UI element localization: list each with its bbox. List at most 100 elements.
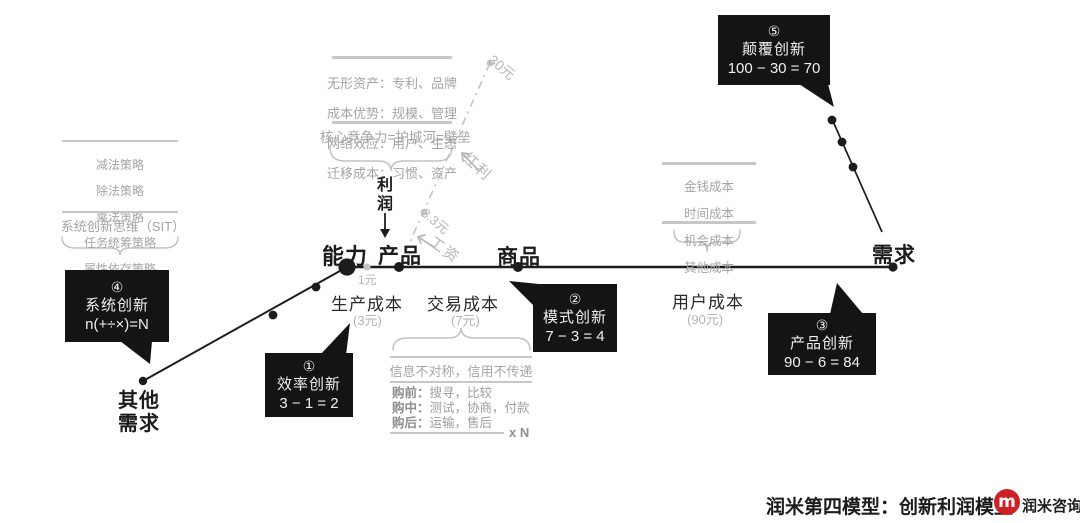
one-yuan-dot bbox=[363, 263, 371, 271]
user-cost-top-rule bbox=[662, 162, 756, 165]
other-demand-dot bbox=[138, 376, 148, 386]
right-diagonal-line bbox=[831, 118, 883, 233]
callout2-formula: 7 − 3 = 4 bbox=[545, 328, 605, 345]
sit-line-2: 除法策略 bbox=[95, 184, 144, 198]
tx-row-before-value: 搜寻，比较 bbox=[429, 386, 493, 400]
logo-company-name: 润米咨询 bbox=[1022, 498, 1080, 515]
user-cost-line-1: 金钱成本 bbox=[683, 179, 734, 194]
tx-top-rule bbox=[390, 356, 532, 358]
callout3-title: 产品创新 bbox=[789, 335, 854, 352]
right-path-dot-1 bbox=[827, 115, 837, 125]
callout5-title: 颠覆创新 bbox=[741, 41, 806, 58]
thirty-yuan-dot bbox=[486, 59, 494, 67]
sit-top-rule bbox=[62, 140, 178, 142]
callout3-number: ③ bbox=[815, 317, 829, 333]
moat-line-3: 网络效应：用户、生态 bbox=[326, 136, 457, 151]
callout4-formula: n(+÷×)=N bbox=[85, 316, 149, 333]
callout2-title: 模式创新 bbox=[542, 309, 607, 326]
callout5-pointer bbox=[799, 84, 834, 107]
tx-row-after: 购后：运输，售后 bbox=[392, 416, 492, 431]
sit-caption: 系统创新思维（SIT） bbox=[60, 219, 186, 234]
callout4-title: 系统创新 bbox=[84, 297, 149, 314]
node-product: 产品 bbox=[378, 245, 422, 268]
tx-row-before: 购前：搜寻，比较 bbox=[392, 386, 492, 401]
user-cost-title: 用户成本 bbox=[672, 293, 744, 312]
goods-dot bbox=[513, 262, 523, 272]
tx-row-after-label: 购后： bbox=[392, 416, 430, 430]
moat-line-2: 成本优势：规模、管理 bbox=[326, 106, 457, 121]
capability-dot bbox=[338, 258, 356, 276]
user-cost-brace bbox=[673, 229, 741, 253]
moat-list: 无形资产：专利、品牌 成本优势：规模、管理 网络效应：用户、生态 迁移成本：习惯… bbox=[326, 61, 458, 196]
tx-row-during: 购中：测试，协商，付款 bbox=[392, 401, 530, 416]
callout-product-innovation: ③ 产品创新 90 − 6 = 84 bbox=[768, 313, 876, 375]
sit-line-3: 乘法策略 bbox=[95, 210, 144, 224]
callout3-formula: 90 − 6 = 84 bbox=[784, 354, 860, 371]
callout-model-innovation: ② 模式创新 7 − 3 = 4 bbox=[533, 284, 617, 352]
transaction-brace bbox=[392, 327, 531, 351]
profit-down-arrow-icon bbox=[380, 213, 390, 238]
callout3-pointer bbox=[830, 283, 863, 314]
dividend-dashed-line bbox=[400, 62, 491, 263]
moat-line-4: 迁移成本：习惯、资产 bbox=[326, 166, 457, 181]
user-cost-line-2: 时间成本 bbox=[683, 206, 734, 221]
node-goods: 商品 bbox=[497, 246, 541, 269]
node-other-demand: 其他 需求 bbox=[118, 390, 160, 435]
node-demand: 需求 bbox=[872, 244, 916, 267]
moat-brace bbox=[329, 146, 453, 172]
product-dot bbox=[394, 262, 404, 272]
left-path-dot-2 bbox=[311, 282, 321, 292]
footer-model-title: 润米第四模型：创新利润模型 bbox=[766, 497, 1014, 518]
user-cost-value: (90元) bbox=[687, 312, 724, 327]
wage-arrow-icon bbox=[417, 234, 435, 248]
right-path-dot-2 bbox=[837, 137, 847, 147]
callout1-formula: 3 − 1 = 2 bbox=[279, 395, 339, 412]
moat-top-rule bbox=[332, 56, 452, 59]
callout5-number: ⑤ bbox=[767, 23, 781, 39]
tx-row-during-label: 购中： bbox=[392, 401, 430, 415]
moat-caption: 核心竞争力=护城河=壁垒 bbox=[320, 130, 471, 145]
sit-brace bbox=[61, 236, 179, 256]
profit-label: 利润 bbox=[377, 177, 394, 213]
production-cost-value: (3元) bbox=[353, 313, 382, 328]
user-cost-line-4: 其他成本 bbox=[683, 260, 734, 275]
callout2-number: ② bbox=[568, 291, 582, 307]
tx-caption: 信息不对称，信用不传递 bbox=[389, 364, 533, 379]
three-point-three-yuan-dot bbox=[420, 208, 428, 216]
sit-line-1: 减法策略 bbox=[95, 158, 144, 172]
left-path-dot-1 bbox=[268, 310, 278, 320]
callout1-number: ① bbox=[302, 358, 316, 374]
logo-letter: m bbox=[998, 491, 1016, 512]
production-cost-title: 生产成本 bbox=[331, 295, 403, 314]
moat-bottom-rule bbox=[332, 121, 452, 124]
tx-row-after-value: 运输，售后 bbox=[429, 416, 493, 430]
callout-disruptive-innovation: ⑤ 颠覆创新 100 − 30 = 70 bbox=[718, 15, 830, 85]
tx-bottom-rule bbox=[390, 432, 504, 434]
price-1yuan: 1元 bbox=[358, 273, 377, 287]
callout1-title: 效率创新 bbox=[276, 376, 341, 393]
callout1-pointer bbox=[320, 323, 350, 355]
runmi-logo-icon: m bbox=[994, 489, 1020, 515]
callout-efficiency-innovation: ① 效率创新 3 − 1 = 2 bbox=[265, 353, 353, 417]
tx-mid-rule bbox=[390, 381, 532, 383]
user-cost-list: 金钱成本 时间成本 机会成本 其他成本 bbox=[660, 167, 758, 289]
node-capability: 能力 bbox=[322, 244, 369, 269]
callout4-pointer bbox=[120, 341, 152, 364]
tx-multiplier: x N bbox=[509, 425, 530, 440]
transaction-cost-value: (7元) bbox=[451, 313, 480, 328]
user-cost-bottom-rule bbox=[662, 221, 756, 224]
callout4-number: ④ bbox=[110, 279, 124, 295]
transaction-cost-title: 交易成本 bbox=[427, 295, 499, 314]
right-path-dot-3 bbox=[848, 162, 858, 172]
tx-row-during-value: 测试，协商，付款 bbox=[429, 401, 530, 415]
sit-bottom-rule bbox=[62, 211, 178, 213]
bonus-arrow-icon bbox=[461, 152, 480, 172]
tx-row-before-label: 购前： bbox=[392, 386, 430, 400]
callout-system-innovation: ④ 系统创新 n(+÷×)=N bbox=[65, 270, 169, 342]
sit-line-4: 任务统筹策略 bbox=[83, 236, 156, 250]
callout5-formula: 100 − 30 = 70 bbox=[727, 60, 821, 77]
demand-dot bbox=[888, 262, 898, 272]
moat-line-1: 无形资产：专利、品牌 bbox=[326, 76, 457, 91]
sit-strategy-list: 减法策略 除法策略 乘法策略 任务统筹策略 属性依存策略 bbox=[50, 146, 190, 289]
